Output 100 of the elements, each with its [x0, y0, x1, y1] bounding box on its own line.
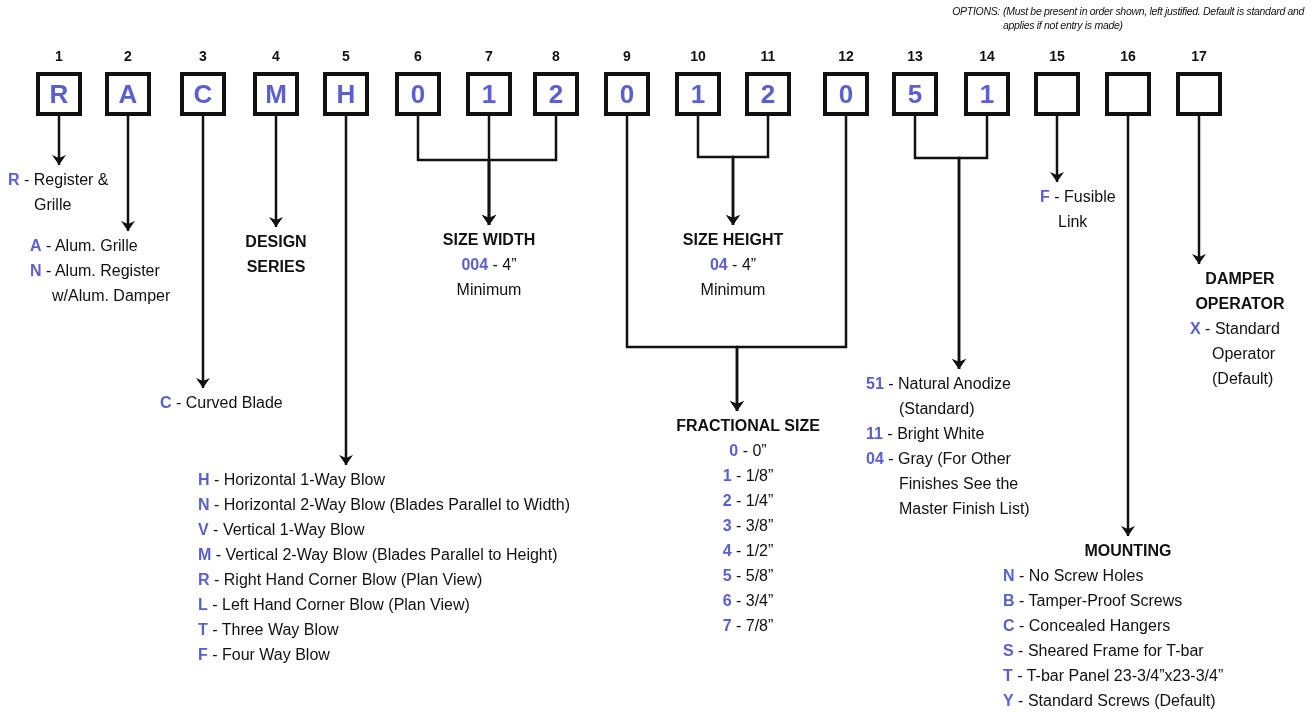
position-number: 10 — [689, 48, 707, 64]
code-letter: 1 — [481, 81, 497, 107]
code-box — [823, 72, 869, 116]
code-letter: 0 — [619, 81, 635, 107]
connector-arrow — [482, 116, 558, 225]
option-text: 5 - 5/8” — [721, 566, 775, 586]
option-text: 1 - 1/8” — [721, 466, 775, 486]
option-text: 4 - 1/2” — [721, 541, 775, 561]
options-label: OPTIONS: — [951, 4, 1000, 18]
position-number: 9 — [622, 48, 632, 64]
code-letter: R — [49, 81, 69, 107]
position-number: 13 — [906, 48, 924, 64]
code-box — [1176, 72, 1222, 116]
code-letter: H — [336, 81, 356, 107]
option-text: R - Register & Grille — [8, 167, 138, 217]
option-text: B - Tamper-Proof Screws — [1003, 591, 1184, 611]
option-text: V - Vertical 1-Way Blow — [198, 520, 366, 540]
connector-arrow — [121, 116, 135, 231]
position-number: 16 — [1119, 48, 1137, 64]
option-text: F - Fusible Link — [1040, 184, 1143, 234]
option-text: 3 - 3/8” — [721, 516, 775, 536]
code-letter: 1 — [690, 81, 706, 107]
option-text: 04 - Gray (For Other Finishes See the Master Finish List) — [866, 449, 1031, 519]
connector-arrow — [52, 116, 66, 165]
code-box — [180, 72, 226, 116]
option-text: N - Horizontal 2-Way Blow (Blades Parallel to Width) — [198, 495, 571, 515]
connector-arrow — [1192, 116, 1206, 264]
heading-text: SIZE WIDTH — [441, 230, 537, 250]
connector-arrow — [1121, 116, 1135, 536]
code-box — [604, 72, 650, 116]
option-text: L - Left Hand Corner Blow (Plan View) — [198, 595, 471, 615]
position-number: 14 — [978, 48, 996, 64]
option-text: T- T-bar Panel 23-3/4”x23-3/4” — [1003, 666, 1225, 686]
option-text: 0 - 0” — [728, 441, 768, 461]
option-text: C - Concealed Hangers — [1003, 616, 1172, 636]
code-box — [964, 72, 1010, 116]
option-text: 7 - 7/8” — [721, 616, 775, 636]
position-number: 4 — [271, 48, 281, 64]
option-text: 04 - 4” Minimum — [699, 255, 767, 300]
heading-text: FRACTIONAL SIZE — [675, 416, 821, 436]
connector-arrow — [1050, 116, 1064, 182]
option-text: 004 - 4” Minimum — [455, 255, 523, 300]
code-box — [395, 72, 441, 116]
position-number: 6 — [413, 48, 423, 64]
option-text: A - Alum. Grille — [30, 236, 139, 256]
heading-text: DESIGN SERIES — [236, 229, 316, 279]
code-box — [466, 72, 512, 116]
option-text: T - Three Way Blow — [198, 620, 340, 640]
option-text: X - Standard Operator (Default) — [1190, 319, 1281, 389]
option-text: 6 - 3/4” — [721, 591, 775, 611]
code-letter: 2 — [548, 81, 564, 107]
position-number: 5 — [341, 48, 351, 64]
position-number: 17 — [1190, 48, 1208, 64]
code-box — [323, 72, 369, 116]
code-box — [745, 72, 791, 116]
code-letter: A — [118, 81, 138, 107]
connector-arrow — [339, 116, 353, 465]
code-box — [105, 72, 151, 116]
code-box — [1034, 72, 1080, 116]
option-text: R - Right Hand Corner Blow (Plan View) — [198, 570, 484, 590]
option-text: 2 - 1/4” — [721, 491, 775, 511]
code-box — [253, 72, 299, 116]
position-number: 12 — [837, 48, 855, 64]
connector-arrow — [196, 116, 210, 388]
option-text: Y - Standard Screws (Default) — [1003, 691, 1217, 711]
code-letter: M — [265, 81, 287, 107]
position-number: 15 — [1048, 48, 1066, 64]
option-text: C - Curved Blade — [160, 390, 320, 415]
code-letter: 0 — [838, 81, 854, 107]
code-box — [533, 72, 579, 116]
option-text: N - Alum. Register w/Alum. Damper — [30, 261, 172, 306]
code-box — [675, 72, 721, 116]
connector-arrow — [730, 116, 848, 411]
option-text: F - Four Way Blow — [198, 645, 331, 665]
heading-text: SIZE HEIGHT — [681, 230, 785, 250]
position-number: 3 — [198, 48, 208, 64]
position-number: 2 — [123, 48, 133, 64]
position-number: 11 — [759, 48, 777, 64]
option-text: N - No Screw Holes — [1003, 566, 1145, 586]
code-letter: C — [193, 81, 213, 107]
option-text: H - Horizontal 1-Way Blow — [198, 470, 386, 490]
code-letter: 2 — [760, 81, 776, 107]
connector-arrow — [726, 116, 770, 225]
code-letter: 5 — [907, 81, 923, 107]
code-letter: 1 — [979, 81, 995, 107]
code-letter: 0 — [410, 81, 426, 107]
code-box — [892, 72, 938, 116]
option-text: 11 - Bright White — [866, 424, 986, 444]
option-text: 51 - Natural Anodize (Standard) — [866, 374, 1012, 419]
position-number: 1 — [54, 48, 64, 64]
connector-arrow — [269, 116, 283, 227]
code-box — [1105, 72, 1151, 116]
position-number: 8 — [551, 48, 561, 64]
note-text: (Must be present in order shown, left justified. Default is standard and applies if not entry is made) — [1003, 4, 1306, 32]
connector-arrow — [952, 116, 989, 369]
option-text: S - Sheared Frame for T-bar — [1003, 641, 1205, 661]
option-text: M - Vertical 2-Way Blow (Blades Parallel to Height) — [198, 545, 559, 565]
position-number: 7 — [484, 48, 494, 64]
code-box — [36, 72, 82, 116]
heading-text: MOUNTING — [1083, 541, 1173, 561]
